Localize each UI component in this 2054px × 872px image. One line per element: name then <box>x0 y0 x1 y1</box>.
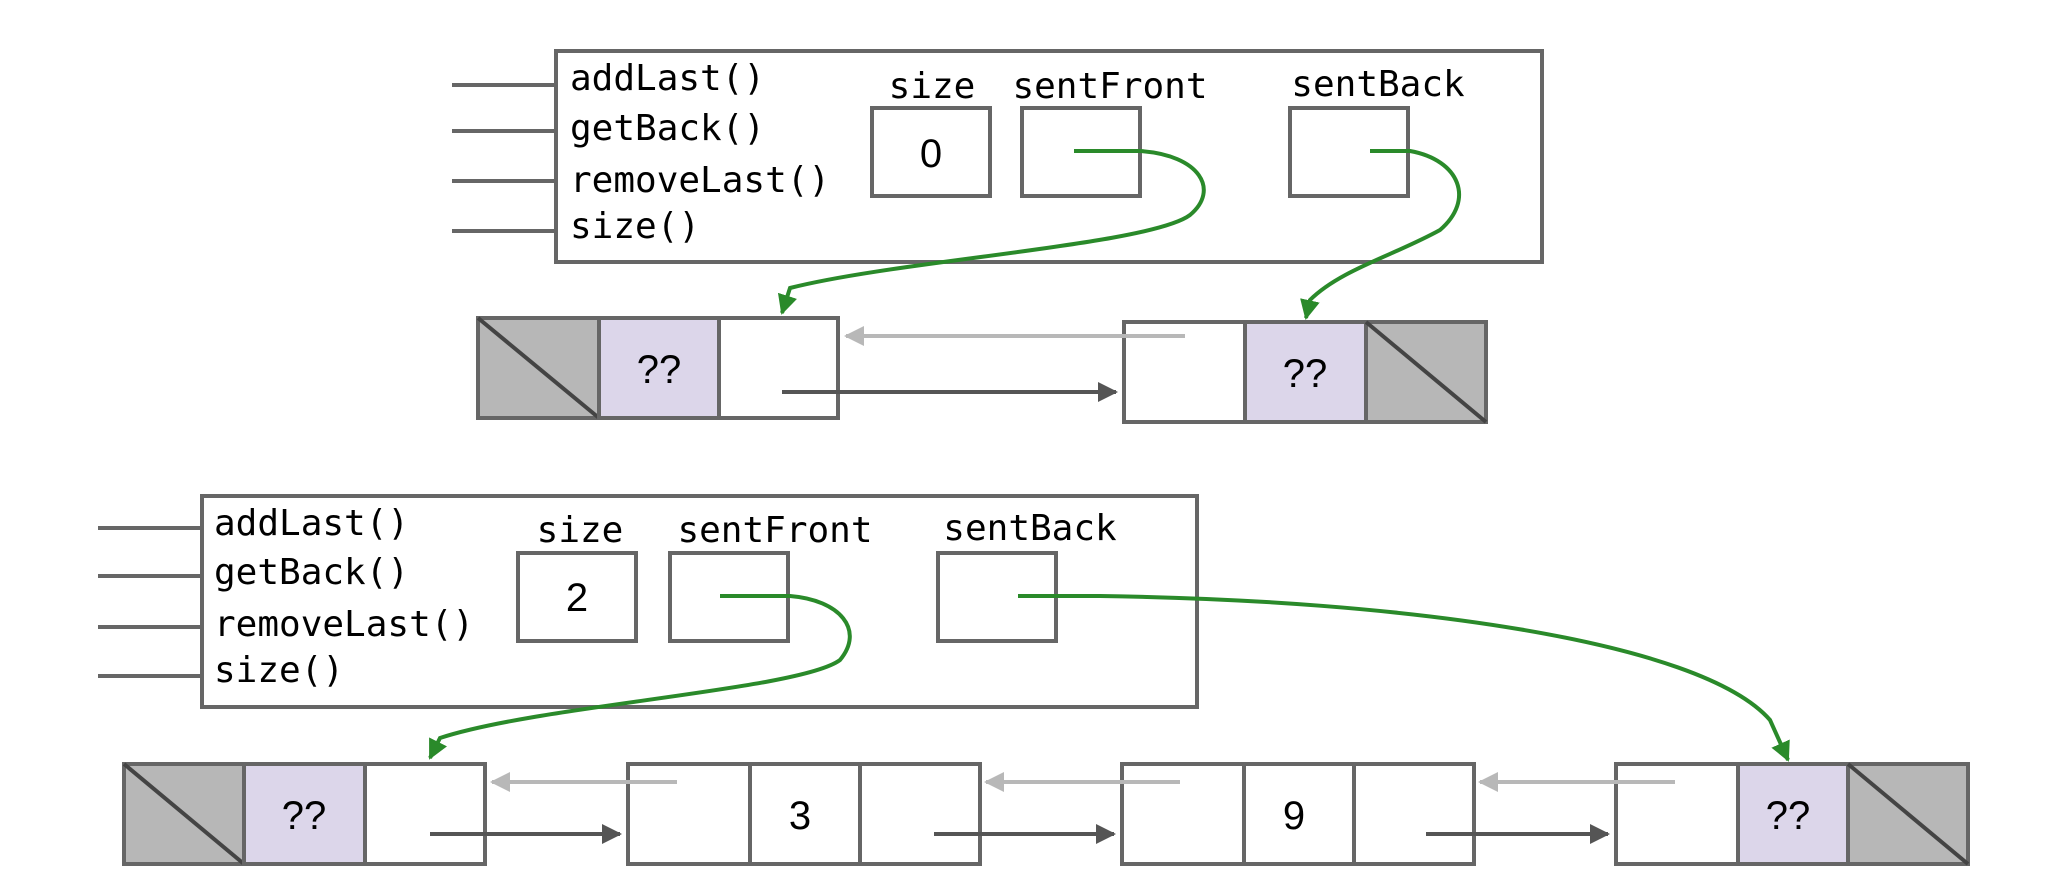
method-label: size() <box>214 650 344 691</box>
null-slash <box>1364 320 1488 424</box>
method-label: addLast() <box>570 58 765 99</box>
method-label: removeLast() <box>570 160 830 201</box>
item-value: ?? <box>637 348 682 392</box>
method-label: getBack() <box>214 552 409 593</box>
item-cell <box>1242 762 1356 866</box>
sentinel-front-node: ?? <box>476 316 840 420</box>
prev-cell <box>1614 762 1740 866</box>
next-cell <box>717 316 840 420</box>
item-node: 9 <box>1120 762 1476 866</box>
item-value: ?? <box>1766 794 1811 838</box>
sentfront-pointer <box>428 594 852 760</box>
diagram-empty-deque: addLast() getBack() removeLast() size() … <box>452 49 1544 424</box>
method-label: getBack() <box>570 108 765 149</box>
item-value: ?? <box>282 794 327 838</box>
item-value: 3 <box>789 794 811 838</box>
sentback-field-label: sentBack <box>943 508 1117 549</box>
prev-cell <box>626 762 752 866</box>
size-field-value: 2 <box>566 576 588 620</box>
sentback-pointer <box>1018 594 1790 762</box>
item-cell <box>1736 762 1850 866</box>
method-label: addLast() <box>214 503 409 544</box>
size-field-box <box>870 106 992 198</box>
sentback-field-label: sentBack <box>1291 64 1465 105</box>
sentinel-back-node: ?? <box>1614 762 1970 866</box>
null-slash <box>122 762 246 866</box>
item-cell <box>242 762 367 866</box>
next-cell <box>1352 762 1476 866</box>
sentfront-field-label: sentFront <box>677 510 872 551</box>
item-node: 3 <box>626 762 982 866</box>
null-slash <box>1846 762 1970 866</box>
size-field-label: size <box>889 66 976 107</box>
size-field-box <box>516 551 638 643</box>
next-cell <box>858 762 982 866</box>
method-label: removeLast() <box>214 604 474 645</box>
deque-object-box <box>554 49 1544 264</box>
prev-cell <box>1122 320 1247 424</box>
sentback-pointer <box>1300 149 1461 320</box>
size-field-label: size <box>537 510 624 551</box>
sentfront-field-label: sentFront <box>1012 66 1207 107</box>
prev-cell <box>1120 762 1246 866</box>
method-label: size() <box>570 206 700 247</box>
deque-object-box <box>200 494 1199 709</box>
sentfront-pointer <box>777 149 1206 315</box>
size-field-value: 0 <box>920 132 942 176</box>
null-slash <box>476 316 601 420</box>
item-value: ?? <box>1283 352 1328 396</box>
diagram-two-item-deque: addLast() getBack() removeLast() size() … <box>98 494 1970 866</box>
sentinel-front-node: ?? <box>122 762 487 866</box>
item-cell <box>1243 320 1368 424</box>
next-cell <box>363 762 487 866</box>
item-cell <box>597 316 721 420</box>
sentinel-back-node: ?? <box>1122 320 1488 424</box>
item-cell <box>748 762 862 866</box>
item-value: 9 <box>1283 794 1305 838</box>
